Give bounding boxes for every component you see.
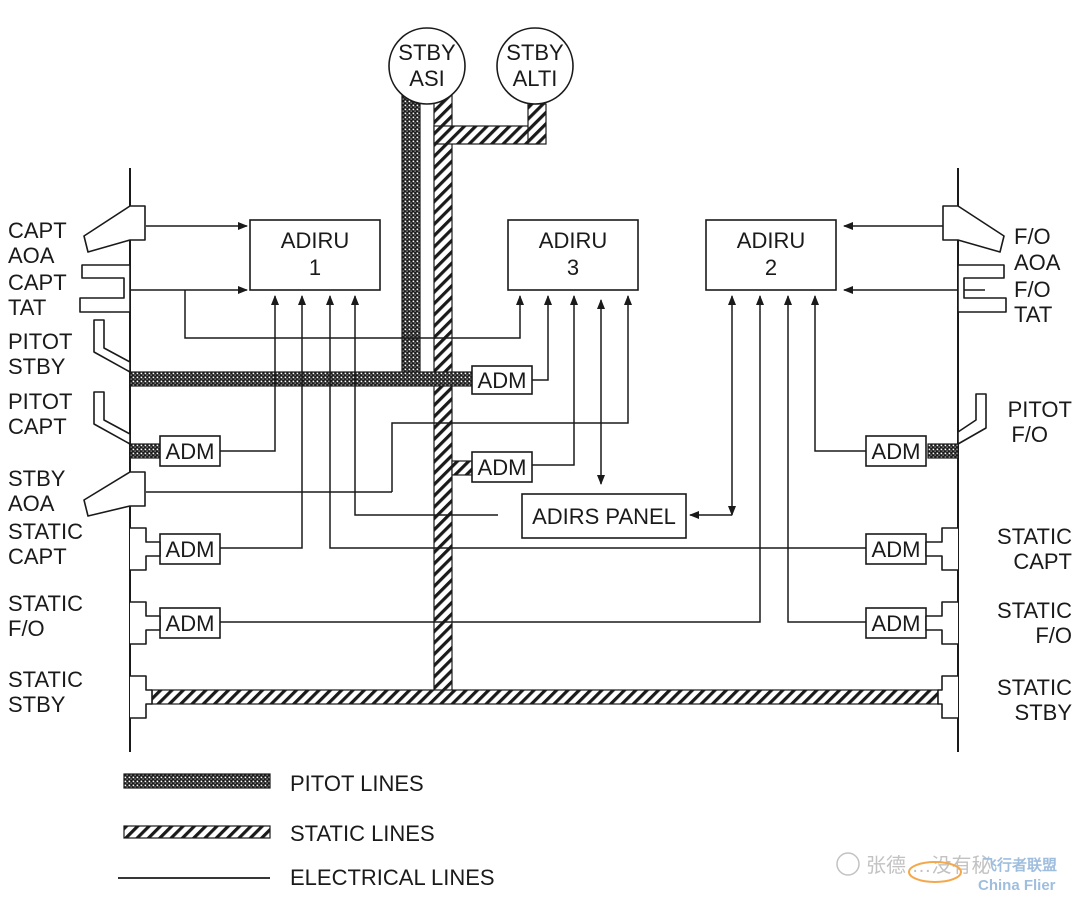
static-capt-left-label-2: CAPT	[8, 544, 67, 569]
static-stby-right-port	[937, 675, 958, 719]
adm-static-capt-left: ADM	[159, 533, 221, 565]
probes	[79, 205, 1007, 719]
stby-asi-label-1: STBY	[398, 40, 456, 65]
adiru-1-label-2: 1	[309, 255, 321, 280]
static-stby-left-port	[130, 675, 153, 719]
fo-tat-label-1: F/O	[1014, 277, 1051, 302]
stby-alti-label-1: STBY	[506, 40, 564, 65]
adirs-panel-box: ADIRS PANEL	[521, 493, 687, 539]
electrical-lines	[124, 222, 985, 623]
adm-static-stby: ADM	[471, 451, 533, 483]
static-fo-left-label-2: F/O	[8, 616, 45, 641]
adm-label: ADM	[166, 439, 215, 464]
capt-aoa-vane	[83, 205, 146, 253]
adm-label: ADM	[872, 439, 921, 464]
adm-label: ADM	[166, 537, 215, 562]
adm-static-fo-right: ADM	[865, 607, 927, 639]
adm-static-fo-left: ADM	[159, 607, 221, 639]
adiru-1-box: ADIRU 1	[249, 219, 381, 291]
watermark-brand: 飞行者联盟	[982, 856, 1057, 874]
static-fo-right-port	[925, 601, 958, 645]
stby-aoa-vane	[83, 471, 146, 517]
capt-tat-probe	[79, 264, 131, 313]
pitot-stby-label-2: STBY	[8, 354, 66, 379]
fo-aoa-label-2: AOA	[1014, 250, 1061, 275]
watermark: 张德 …没有秘 飞行者联盟 China Flier	[836, 852, 1057, 894]
legend: PITOT LINES STATIC LINES ELECTRICAL LINE…	[118, 771, 495, 890]
adm-label: ADM	[478, 368, 527, 393]
adm-label: ADM	[872, 537, 921, 562]
legend-pitot-label: PITOT LINES	[290, 771, 424, 796]
legend-pitot-swatch	[123, 773, 271, 789]
adiru-3-box: ADIRU 3	[507, 219, 639, 291]
fo-tat-probe	[957, 264, 1007, 313]
china-flier-logo-icon	[908, 861, 962, 883]
static-capt-right-label-2: CAPT	[1013, 549, 1072, 574]
right-labels: F/O AOA F/O TAT PITOT F/O STATIC CAPT ST…	[997, 224, 1072, 725]
static-capt-right-port	[925, 527, 958, 571]
adiru-3-label-2: 3	[567, 255, 579, 280]
adiru-2-box: ADIRU 2	[705, 219, 837, 291]
capt-aoa-label-2: AOA	[8, 243, 55, 268]
legend-static-label: STATIC LINES	[290, 821, 435, 846]
static-capt-left-port	[130, 527, 161, 571]
watermark-brand-en: China Flier	[978, 877, 1056, 894]
static-stby-right-label-1: STATIC	[997, 675, 1072, 700]
adiru-3-label-1: ADIRU	[539, 228, 607, 253]
legend-static-swatch	[123, 825, 271, 839]
fo-aoa-vane	[942, 205, 1005, 253]
static-capt-right-label-1: STATIC	[997, 524, 1072, 549]
adm-label: ADM	[478, 455, 527, 480]
watermark-text: 张德 …没有秘	[866, 854, 992, 877]
pitot-stby-tube	[93, 319, 131, 373]
capt-tat-label-1: CAPT	[8, 270, 67, 295]
adiru-2-label-2: 2	[765, 255, 777, 280]
stby-alti-label-2: ALTI	[513, 66, 558, 91]
static-fo-left-port	[130, 601, 161, 645]
static-fo-right-label-2: F/O	[1035, 623, 1072, 648]
pitot-lines	[129, 87, 959, 459]
static-capt-left-label-1: STATIC	[8, 519, 83, 544]
static-stby-left-label-1: STATIC	[8, 667, 83, 692]
stby-asi-gauge: STBY ASI	[388, 27, 466, 105]
capt-aoa-label-1: CAPT	[8, 218, 67, 243]
adiru-2-label-1: ADIRU	[737, 228, 805, 253]
pitot-capt-tube	[93, 391, 131, 445]
adm-pitot-stby: ADM	[471, 365, 533, 395]
wechat-icon	[836, 852, 860, 876]
stby-asi-label-2: ASI	[409, 66, 444, 91]
pitot-fo-label-2: F/O	[1011, 422, 1048, 447]
adm-label: ADM	[872, 611, 921, 636]
fo-aoa-label-1: F/O	[1014, 224, 1051, 249]
adm-static-capt-right: ADM	[865, 533, 927, 565]
stby-alti-gauge: STBY ALTI	[496, 27, 574, 105]
adirs-panel-label: ADIRS PANEL	[532, 504, 676, 529]
pitot-capt-label-2: CAPT	[8, 414, 67, 439]
static-fo-left-label-1: STATIC	[8, 591, 83, 616]
pitot-fo-tube	[957, 393, 987, 445]
fo-tat-label-2: TAT	[1014, 302, 1052, 327]
pitot-capt-label-1: PITOT	[8, 389, 72, 414]
static-fo-right-label-1: STATIC	[997, 598, 1072, 623]
static-lines	[151, 87, 939, 705]
adm-pitot-fo: ADM	[865, 435, 927, 467]
adm-pitot-capt: ADM	[159, 435, 221, 467]
pitot-stby-label-1: PITOT	[8, 329, 72, 354]
pitot-fo-label-1: PITOT	[1008, 397, 1072, 422]
legend-electrical-label: ELECTRICAL LINES	[290, 865, 495, 890]
adiru-1-label-1: ADIRU	[281, 228, 349, 253]
stby-aoa-label-2: AOA	[8, 491, 55, 516]
static-stby-right-label-2: STBY	[1015, 700, 1073, 725]
capt-tat-label-2: TAT	[8, 295, 46, 320]
adm-label: ADM	[166, 611, 215, 636]
stby-aoa-label-1: STBY	[8, 466, 66, 491]
static-stby-left-label-2: STBY	[8, 692, 66, 717]
left-labels: CAPT AOA CAPT TAT PITOT STBY PITOT CAPT …	[8, 218, 83, 717]
